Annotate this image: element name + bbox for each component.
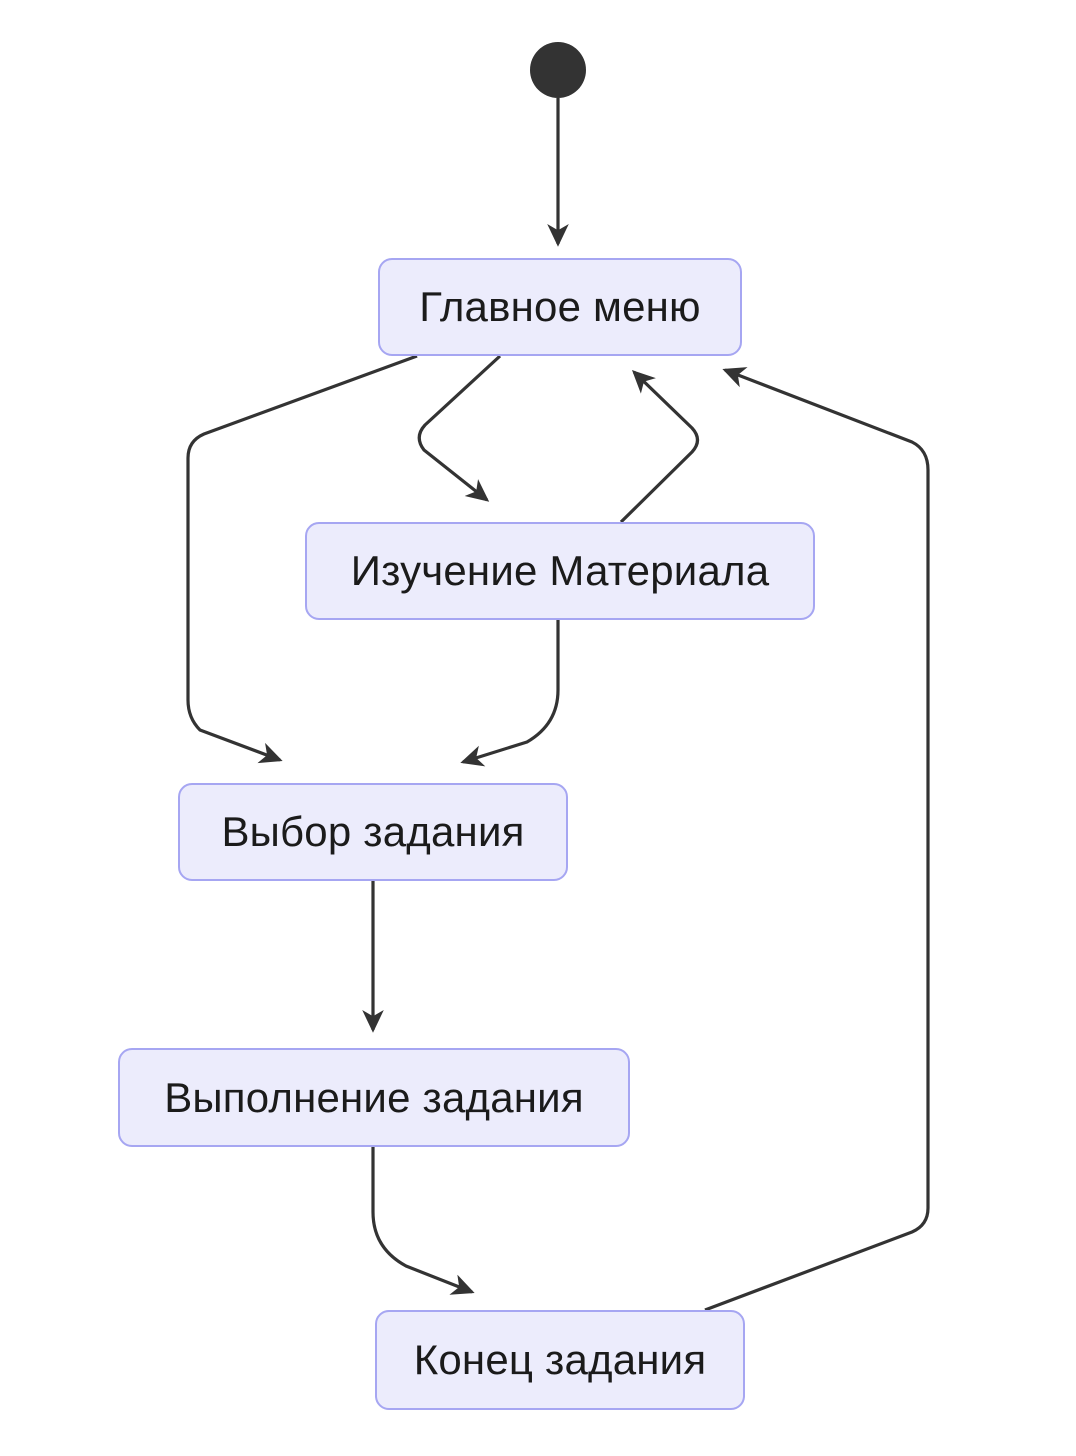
- start-state-dot: [530, 42, 586, 98]
- edge-task-exec-to-task-end: [371, 1147, 475, 1295]
- edge-study-to-task-select: [460, 620, 560, 767]
- edge-task-end-to-main-menu: [704, 367, 930, 1312]
- state-node-study-label: Изучение Материала: [350, 547, 770, 594]
- state-node-task-select[interactable]: Выбор задания: [178, 783, 568, 881]
- edge-study-to-main-menu: [619, 370, 700, 524]
- state-node-task-exec[interactable]: Выполнение задания: [118, 1048, 630, 1147]
- edge-main-menu-to-task-select: [186, 354, 418, 764]
- edge-main-menu-to-study: [417, 354, 502, 502]
- state-node-task-end[interactable]: Конец задания: [375, 1310, 745, 1410]
- state-node-task-select-label: Выбор задания: [221, 808, 525, 855]
- state-node-task-exec-label: Выполнение задания: [164, 1073, 584, 1121]
- state-node-task-end-label: Конец задания: [413, 1336, 707, 1383]
- state-node-main-menu[interactable]: Главное меню: [378, 258, 742, 356]
- state-node-study[interactable]: Изучение Материала: [305, 522, 815, 620]
- state-node-main-menu-label: Главное меню: [419, 283, 701, 330]
